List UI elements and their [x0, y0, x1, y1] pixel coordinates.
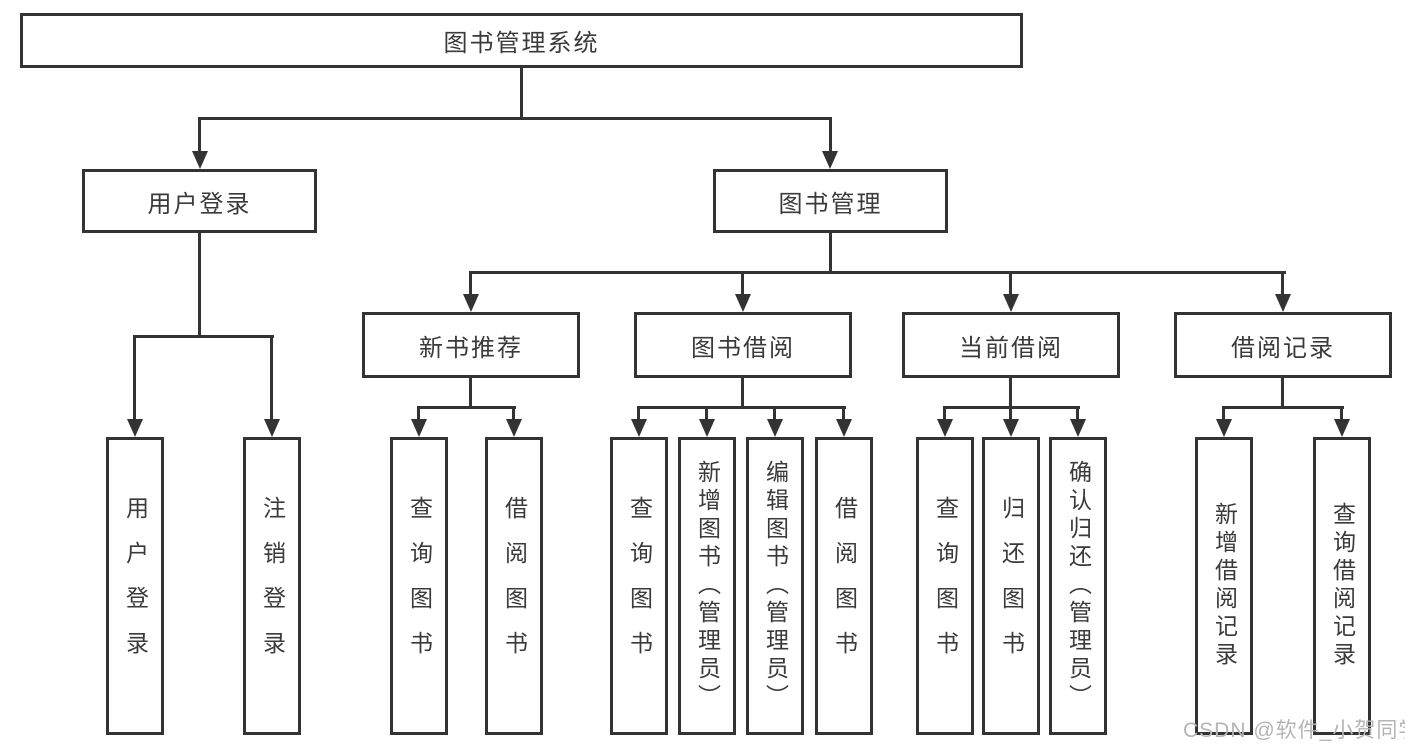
connector-line — [1222, 406, 1344, 409]
leaf-borrow-books-recommend: 借阅图书 — [485, 437, 543, 735]
connector-line — [417, 406, 420, 421]
arrow-down-icon — [822, 151, 838, 169]
connector-line — [133, 335, 136, 421]
arrow-down-icon — [506, 419, 522, 437]
node-book-borrowing: 图书借阅 — [634, 312, 852, 378]
leaf-add-books-admin: 新增图书（管理员） — [678, 437, 736, 735]
connector-line — [270, 335, 273, 421]
arrow-down-icon — [1003, 294, 1019, 312]
connector-line — [469, 378, 472, 408]
arrow-down-icon — [735, 294, 751, 312]
connector-line — [829, 117, 832, 153]
node-new-book-recommendation: 新书推荐 — [362, 312, 580, 378]
leaf-label: 归还图书 — [998, 496, 1025, 676]
node-label: 借阅记录 — [1231, 334, 1335, 362]
leaf-query-borrow-record: 查询借阅记录 — [1313, 437, 1371, 735]
connector-line — [520, 67, 523, 119]
node-label: 图书管理 — [778, 190, 883, 218]
arrow-down-icon — [1275, 294, 1291, 312]
leaf-borrow-books: 借阅图书 — [815, 437, 873, 735]
leaf-query-books-borrowing: 查询图书 — [610, 437, 668, 735]
node-user-login: 用户登录 — [82, 169, 317, 233]
connector-line — [705, 406, 708, 421]
connector-line — [1281, 271, 1284, 296]
leaf-label: 查询图书 — [626, 496, 653, 676]
connector-line — [198, 117, 201, 153]
connector-line — [943, 406, 946, 421]
arrow-down-icon — [631, 419, 647, 437]
connector-line — [1222, 406, 1225, 421]
connector-line — [1076, 406, 1079, 421]
node-book-management: 图书管理 — [713, 169, 948, 233]
leaf-return-books: 归还图书 — [982, 437, 1040, 735]
connector-line — [133, 335, 274, 338]
node-borrowing-records: 借阅记录 — [1174, 312, 1392, 378]
leaf-label: 新增借阅记录 — [1211, 502, 1238, 670]
leaf-label: 注销登录 — [259, 496, 286, 676]
connector-line — [1009, 406, 1012, 421]
connector-line — [469, 271, 1286, 274]
arrow-down-icon — [1216, 419, 1232, 437]
node-current-borrowing: 当前借阅 — [902, 312, 1120, 378]
connector-line — [198, 117, 832, 120]
node-label: 用户登录 — [147, 190, 252, 218]
leaf-logout: 注销登录 — [243, 437, 301, 735]
arrow-down-icon — [1003, 419, 1019, 437]
connector-line — [512, 406, 515, 421]
arrow-down-icon — [127, 419, 143, 437]
connector-line — [829, 233, 832, 273]
node-library-management-system: 图书管理系统 — [20, 13, 1023, 68]
arrow-down-icon — [1070, 419, 1086, 437]
node-label: 图书管理系统 — [443, 30, 600, 57]
arrow-down-icon — [937, 419, 953, 437]
connector-line — [198, 233, 201, 337]
connector-line — [1281, 378, 1284, 408]
leaf-query-books-recommend: 查询图书 — [390, 437, 448, 735]
leaf-label: 新增图书（管理员） — [694, 460, 721, 712]
connector-line — [1340, 406, 1343, 421]
connector-line — [637, 406, 640, 421]
connector-line — [741, 378, 744, 408]
connector-line — [1009, 271, 1012, 296]
leaf-user-login: 用户登录 — [106, 437, 164, 735]
node-label: 当前借阅 — [959, 334, 1063, 362]
watermark: CSDN @软件_小贺同学 — [1183, 719, 1405, 742]
connector-line — [773, 406, 776, 421]
node-label: 新书推荐 — [419, 334, 523, 362]
node-label: 图书借阅 — [691, 334, 795, 362]
leaf-label: 查询借阅记录 — [1329, 502, 1356, 670]
leaf-label: 确认归还（管理员） — [1065, 460, 1092, 712]
leaf-label: 查询图书 — [406, 496, 433, 676]
leaf-add-borrow-record: 新增借阅记录 — [1195, 437, 1253, 735]
leaf-label: 借阅图书 — [831, 496, 858, 676]
arrow-down-icon — [264, 419, 280, 437]
arrow-down-icon — [1334, 419, 1350, 437]
leaf-confirm-return-admin: 确认归还（管理员） — [1049, 437, 1107, 735]
connector-line — [741, 271, 744, 296]
arrow-down-icon — [699, 419, 715, 437]
arrow-down-icon — [411, 419, 427, 437]
leaf-label: 查询图书 — [932, 496, 959, 676]
connector-line — [842, 406, 845, 421]
connector-line — [1009, 378, 1012, 408]
arrow-down-icon — [767, 419, 783, 437]
leaf-label: 编辑图书（管理员） — [762, 460, 789, 712]
connector-line — [469, 271, 472, 296]
arrow-down-icon — [192, 151, 208, 169]
leaf-label: 借阅图书 — [501, 496, 528, 676]
arrow-down-icon — [463, 294, 479, 312]
leaf-query-books-current: 查询图书 — [916, 437, 974, 735]
leaf-label: 用户登录 — [122, 496, 149, 676]
arrow-down-icon — [836, 419, 852, 437]
connector-line — [637, 406, 846, 409]
connector-line — [417, 406, 516, 409]
leaf-edit-books-admin: 编辑图书（管理员） — [746, 437, 804, 735]
